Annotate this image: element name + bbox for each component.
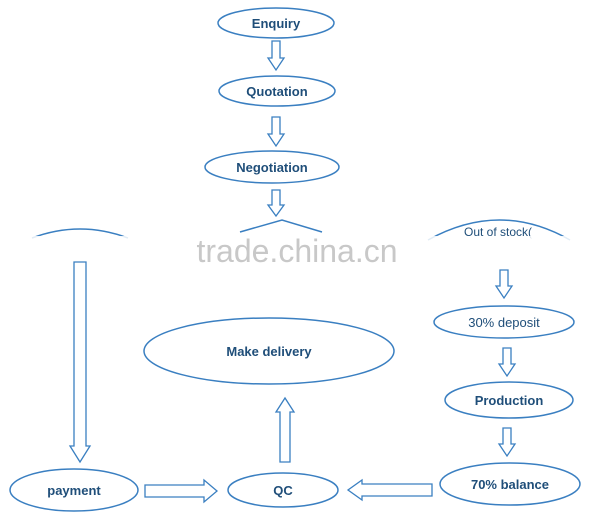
arrow-down-icon [266, 40, 286, 72]
balance-label: 70% balance [471, 477, 549, 492]
arrow-down-icon [497, 427, 517, 458]
production-node [444, 381, 574, 419]
hidden-center-node [239, 219, 323, 233]
deposit-node [433, 305, 575, 339]
arrow-right-icon [144, 478, 219, 504]
payment-node [9, 468, 139, 512]
production-label: Production [475, 393, 544, 408]
quotation-node [218, 75, 336, 107]
out-of-stock-node [427, 219, 571, 241]
watermark-text: trade.china.cn [196, 233, 397, 269]
negotiation-label: Negotiation [236, 160, 308, 175]
watermark-band [20, 236, 580, 262]
quotation-label: Quotation [246, 84, 307, 99]
negotiation-node [204, 150, 340, 184]
arrow-down-icon [266, 189, 286, 218]
out-of-stock-label: Out of stock( [464, 225, 532, 239]
arrow-down-icon [266, 116, 286, 148]
qc-label: QC [273, 483, 293, 498]
make-delivery-label: Make delivery [226, 344, 312, 359]
arrow-left-icon [346, 478, 433, 502]
hidden-left-node [31, 228, 129, 239]
make-delivery-node [143, 317, 395, 385]
balance-node [439, 462, 581, 506]
payment-label: payment [47, 483, 101, 498]
arrow-down-icon [494, 269, 514, 300]
deposit-label: 30% deposit [468, 315, 540, 330]
qc-node [227, 472, 339, 508]
enquiry-label: Enquiry [252, 16, 301, 31]
arrow-down-icon [497, 347, 517, 378]
arrow-up-icon [274, 396, 296, 463]
enquiry-node [217, 7, 335, 39]
arrow-down-icon [68, 261, 92, 464]
